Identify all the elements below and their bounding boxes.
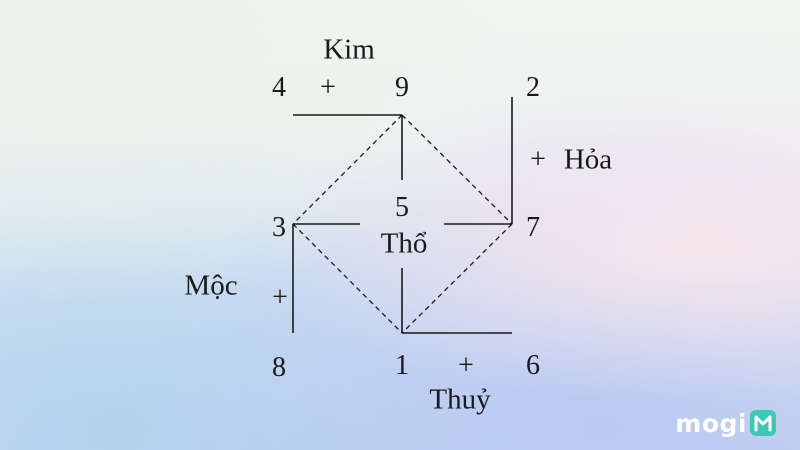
logo-mark-icon <box>750 410 776 436</box>
plus-sign-kim: + <box>320 72 336 103</box>
number-5: 5 <box>395 192 409 223</box>
number-7: 7 <box>526 212 540 243</box>
element-label-kim: Kim <box>323 33 375 66</box>
dashed-edge-top-right <box>401 114 513 225</box>
plus-sign-thuy: + <box>458 350 474 381</box>
element-label-thuy: Thuỷ <box>429 383 491 416</box>
element-label-tho: Thổ <box>380 227 428 260</box>
dashed-edge-bottom-left <box>292 223 403 334</box>
plus-sign-hoa: + <box>530 144 546 175</box>
mogi-logo: mogi <box>675 408 776 438</box>
logo-mark-glyph <box>754 415 772 432</box>
logo-text: mogi <box>675 408 747 438</box>
dashed-edge-top-left <box>292 114 403 225</box>
element-label-moc: Mộc <box>184 269 238 302</box>
number-9: 9 <box>395 72 409 103</box>
number-4: 4 <box>272 72 286 103</box>
number-1: 1 <box>395 350 409 381</box>
element-label-hoa: Hỏa <box>563 143 613 176</box>
dashed-edge-bottom-right <box>401 223 513 334</box>
plus-sign-moc: + <box>272 282 288 313</box>
number-2: 2 <box>526 72 540 103</box>
number-6: 6 <box>526 350 540 381</box>
number-8: 8 <box>272 352 286 383</box>
number-3: 3 <box>272 212 286 243</box>
